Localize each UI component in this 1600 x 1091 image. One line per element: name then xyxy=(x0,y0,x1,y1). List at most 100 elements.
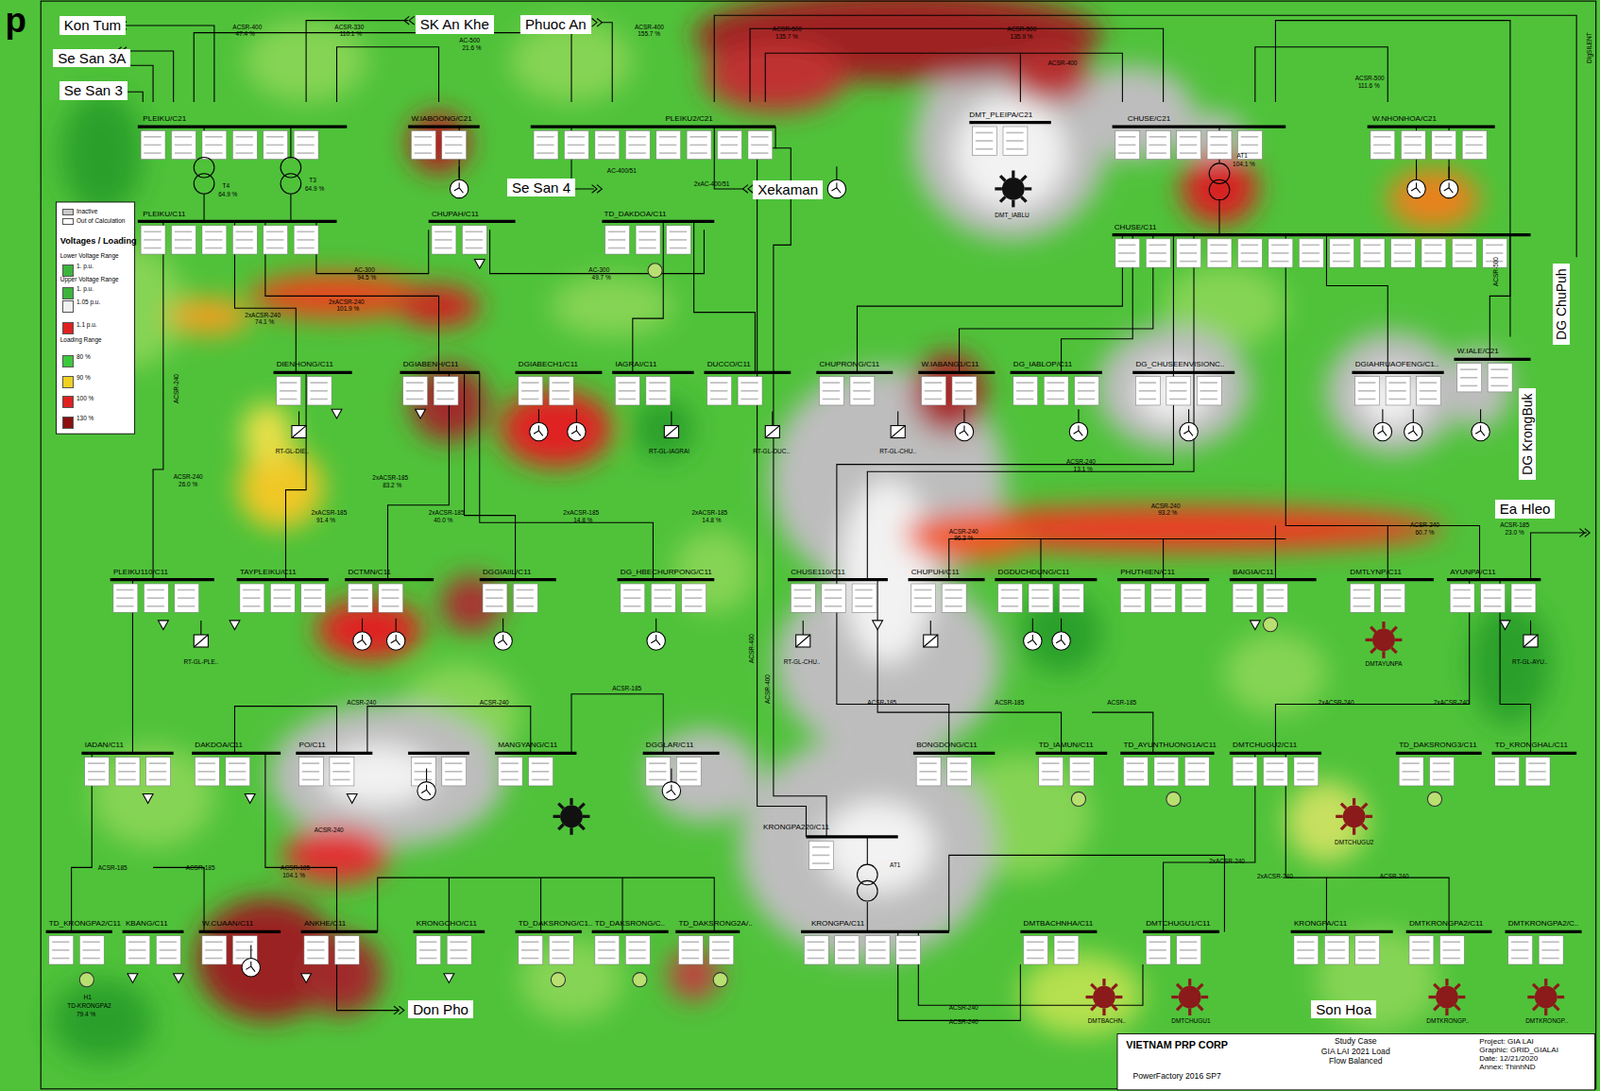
heat-blob xyxy=(51,979,154,1061)
result-box-lines xyxy=(1383,596,1401,599)
result-box-lines xyxy=(1485,252,1503,255)
result-box-lines xyxy=(1511,940,1529,943)
busbar xyxy=(110,578,215,581)
busbar xyxy=(1117,578,1209,581)
result-box-lines xyxy=(1483,605,1501,608)
line-wire xyxy=(949,538,1287,579)
generator-lead xyxy=(1381,408,1383,423)
result-box-lines xyxy=(720,144,738,147)
busbar xyxy=(344,578,434,581)
legend-swatch xyxy=(62,395,74,409)
result-box xyxy=(1480,583,1506,613)
rooftop-diagonal xyxy=(193,634,208,647)
bus-name: DGGLAR/C11 xyxy=(646,741,695,750)
result-box xyxy=(809,840,835,869)
line-wire xyxy=(204,193,205,222)
annotation-label: RT-GL-IAGRAI xyxy=(648,448,690,456)
hydro-generator xyxy=(1427,791,1442,806)
result-box-lines xyxy=(899,949,917,952)
result-box-lines xyxy=(1452,596,1470,599)
node-text: Date: 12/21/2020 xyxy=(1479,1054,1591,1063)
bus-name: DGIAHRUAOFENG/C1.. xyxy=(1355,360,1440,370)
result-box-lines xyxy=(159,940,177,943)
line-wire xyxy=(773,148,827,837)
busbar xyxy=(1112,233,1532,237)
bus-name: TAYPLEIKU/C11 xyxy=(239,568,297,578)
result-box xyxy=(595,936,620,965)
rooftop-diagonal xyxy=(765,425,780,439)
result-box-lines xyxy=(680,762,698,765)
result-box-lines xyxy=(1514,589,1532,592)
result-box-lines xyxy=(1046,381,1064,384)
result-box xyxy=(605,225,630,255)
result-box xyxy=(1268,238,1294,268)
load-symbol xyxy=(872,620,884,630)
result-box-lines xyxy=(794,589,812,592)
result-box-lines xyxy=(1148,144,1166,147)
busbar xyxy=(301,930,378,934)
result-box xyxy=(737,376,763,406)
result-box-lines xyxy=(521,398,539,401)
annotation-label: 93.2 % xyxy=(1157,510,1177,517)
result-box-lines xyxy=(1443,957,1461,960)
result-box-lines xyxy=(1514,605,1532,608)
line-wire xyxy=(126,65,154,103)
result-box xyxy=(896,936,921,965)
result-box-lines xyxy=(444,144,462,147)
result-box xyxy=(416,936,442,965)
result-box-lines xyxy=(521,390,539,392)
hydro-generator xyxy=(632,972,647,988)
result-box-lines xyxy=(1497,779,1515,782)
result-box-lines xyxy=(204,957,222,960)
annotation-label: 2xACSR-185 xyxy=(311,510,348,517)
bus-name: BONGDONG/C11 xyxy=(916,741,978,750)
legend-swatch xyxy=(62,355,74,368)
result-box-lines xyxy=(1118,260,1136,263)
result-box xyxy=(270,583,295,613)
result-box-lines xyxy=(143,230,161,233)
rooftop-pv-symbol xyxy=(193,634,208,647)
annotation-label: 74.1 % xyxy=(255,319,274,326)
annotation-label: ACSR-400 xyxy=(232,24,262,32)
line-wire xyxy=(714,126,743,189)
generator-symbol xyxy=(1052,631,1071,650)
external-arrow xyxy=(743,185,754,194)
busbar xyxy=(408,751,470,755)
annotation-label: H1 xyxy=(84,994,92,1002)
result-box xyxy=(1145,936,1171,965)
result-box-lines xyxy=(1353,596,1371,599)
result-box xyxy=(748,130,773,159)
pv-ray xyxy=(1352,827,1356,835)
rooftop-lead xyxy=(298,410,300,426)
result-box-lines xyxy=(1266,770,1284,773)
result-box-lines xyxy=(1332,252,1350,255)
result-box-lines xyxy=(868,949,886,952)
line-wire xyxy=(694,221,756,373)
generator-lead xyxy=(395,618,397,632)
annotation-label: ACSR-185 xyxy=(280,865,310,872)
result-box-lines xyxy=(143,136,161,138)
result-box-lines xyxy=(236,238,254,241)
result-box-lines xyxy=(1296,940,1314,943)
result-box-lines xyxy=(1241,244,1259,247)
line-wire xyxy=(124,25,215,103)
annotation-label: ACSR-500 xyxy=(1355,75,1385,83)
pv-ray xyxy=(1532,1004,1538,1010)
result-box-lines xyxy=(822,381,840,384)
result-box xyxy=(49,936,74,965)
result-box-lines xyxy=(837,940,855,943)
bus-name: IADAN/C11 xyxy=(85,741,124,750)
annotation-label: 83.2 % xyxy=(382,482,402,490)
external-grid-label: Son Hoa xyxy=(1310,1000,1377,1019)
result-box-lines xyxy=(807,949,825,952)
busbar xyxy=(1406,930,1493,934)
bus-name: DG_CHUSEENVISIONC.. xyxy=(1135,360,1225,370)
bus-name: TD_AYUNTHUONG1A/C11 xyxy=(1123,741,1217,750)
result-box-lines xyxy=(1404,136,1422,138)
line-wire xyxy=(1285,752,1327,932)
result-box-lines xyxy=(279,381,297,384)
result-box-lines xyxy=(648,762,666,765)
result-box-lines xyxy=(551,390,569,392)
result-box-lines xyxy=(1169,398,1187,401)
result-box-lines xyxy=(852,381,870,384)
